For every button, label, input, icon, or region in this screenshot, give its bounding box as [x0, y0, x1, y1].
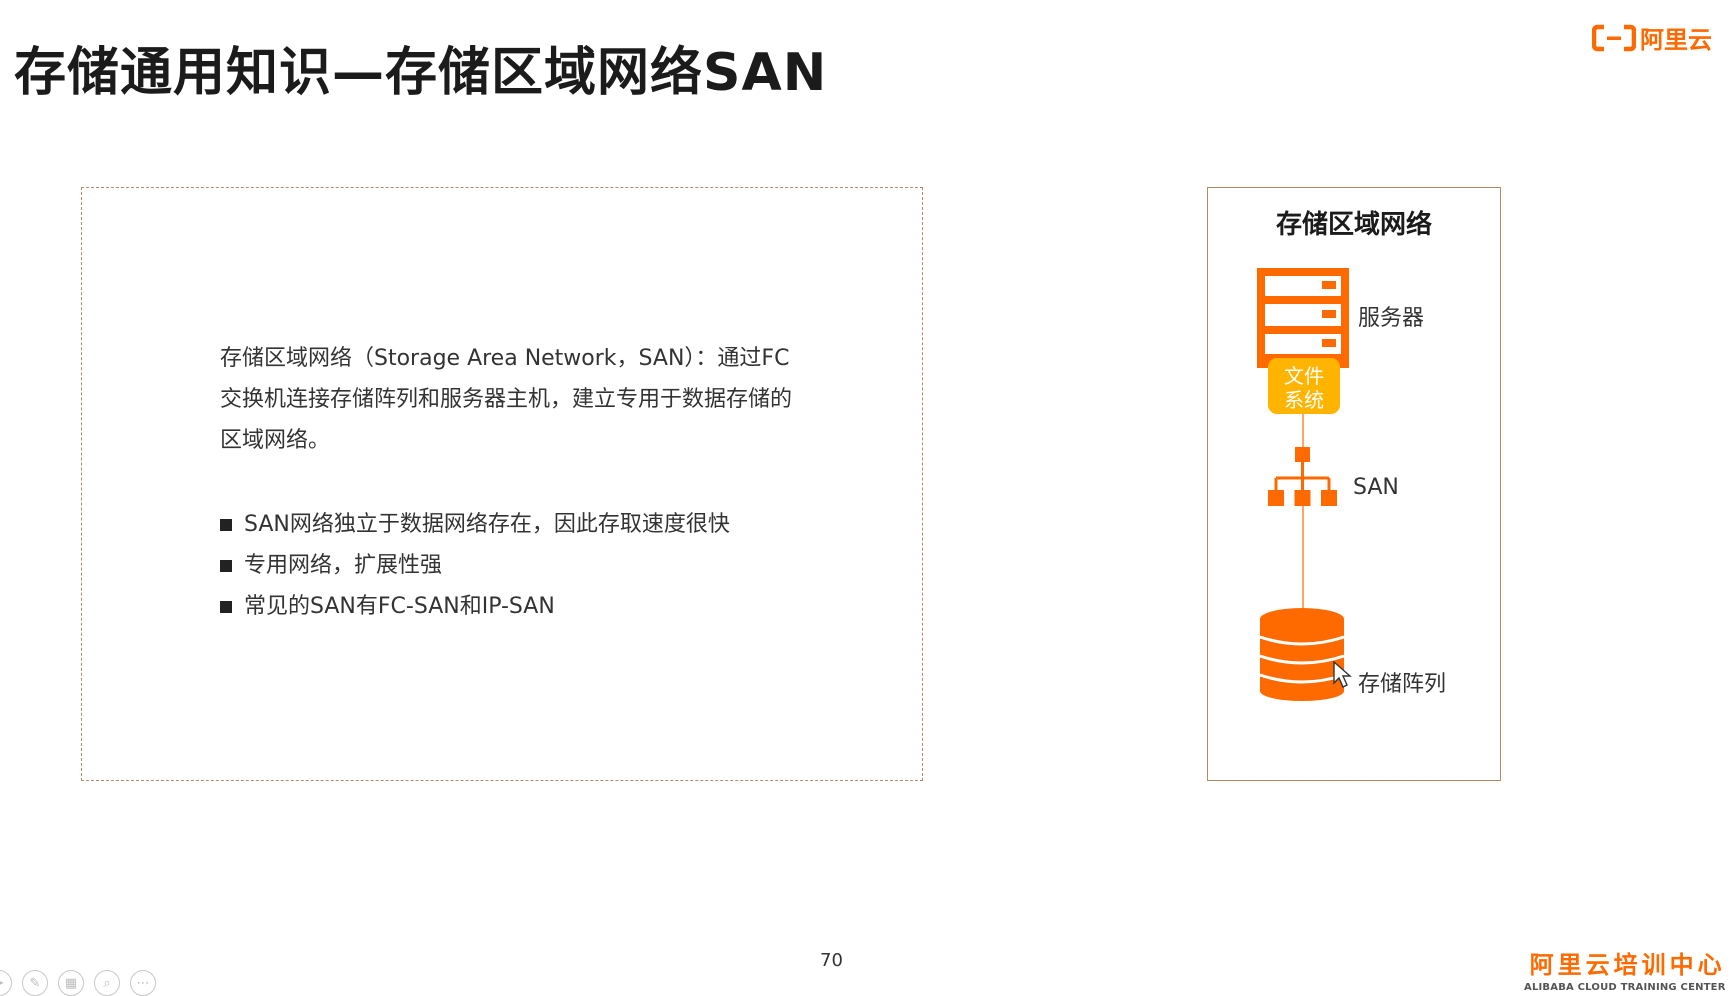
network-switch-icon: [1268, 447, 1337, 506]
svg-text:系统: 系统: [1284, 388, 1324, 412]
san-definition: 存储区域网络（Storage Area Network，SAN）：通过FC交换机…: [220, 346, 793, 453]
file-system-label: 文件: [1284, 364, 1324, 388]
presentation-toolbar: ➤ ✎ ▦ ⌕ ⋯: [0, 970, 156, 996]
feature-item: 专用网络，扩展性强: [220, 545, 730, 586]
server-icon: [1257, 268, 1349, 368]
storage-array-icon: [1259, 608, 1345, 701]
feature-item: 常见的SAN有FC-SAN和IP-SAN: [220, 586, 730, 627]
training-center-name: 阿里云培训中心: [1529, 951, 1726, 979]
file-system-badge: 文件 系统: [1268, 358, 1340, 414]
feature-list: SAN网络独立于数据网络存在，因此存取速度很快 专用网络，扩展性强 常见的SAN…: [220, 504, 730, 627]
alibaba-cloud-logo: 阿里云: [1592, 20, 1712, 55]
alibaba-cloud-logo-icon: [1592, 24, 1636, 51]
training-center-logo: 阿里云培训中心 ALIBABA CLOUD TRAINING CENTER: [1524, 945, 1726, 993]
san-diagram: 存储区域网络 文件 系统: [1207, 187, 1501, 781]
san-label: SAN: [1353, 475, 1399, 500]
mouse-cursor-icon: [1333, 660, 1352, 688]
slides-icon[interactable]: ▦: [58, 970, 84, 996]
zoom-icon[interactable]: ⌕: [94, 970, 120, 996]
pointer-icon[interactable]: ➤: [0, 970, 12, 996]
storage-label: 存储阵列: [1358, 672, 1447, 697]
training-center-name-en: ALIBABA CLOUD TRAINING CENTER: [1524, 982, 1726, 993]
feature-item: SAN网络独立于数据网络存在，因此存取速度很快: [220, 504, 730, 545]
pen-icon[interactable]: ✎: [22, 970, 48, 996]
more-icon[interactable]: ⋯: [130, 970, 156, 996]
page-number: 70: [820, 950, 843, 971]
server-label: 服务器: [1358, 306, 1425, 331]
alibaba-cloud-logo-text: 阿里云: [1640, 26, 1712, 54]
slide-title: 存储通用知识—存储区域网络SAN: [14, 43, 828, 103]
definition-panel: 存储区域网络（Storage Area Network，SAN）：通过FC交换机…: [81, 187, 923, 781]
diagram-title: 存储区域网络: [1275, 210, 1432, 240]
diagram-graphics: 文件 系统: [1257, 268, 1352, 701]
